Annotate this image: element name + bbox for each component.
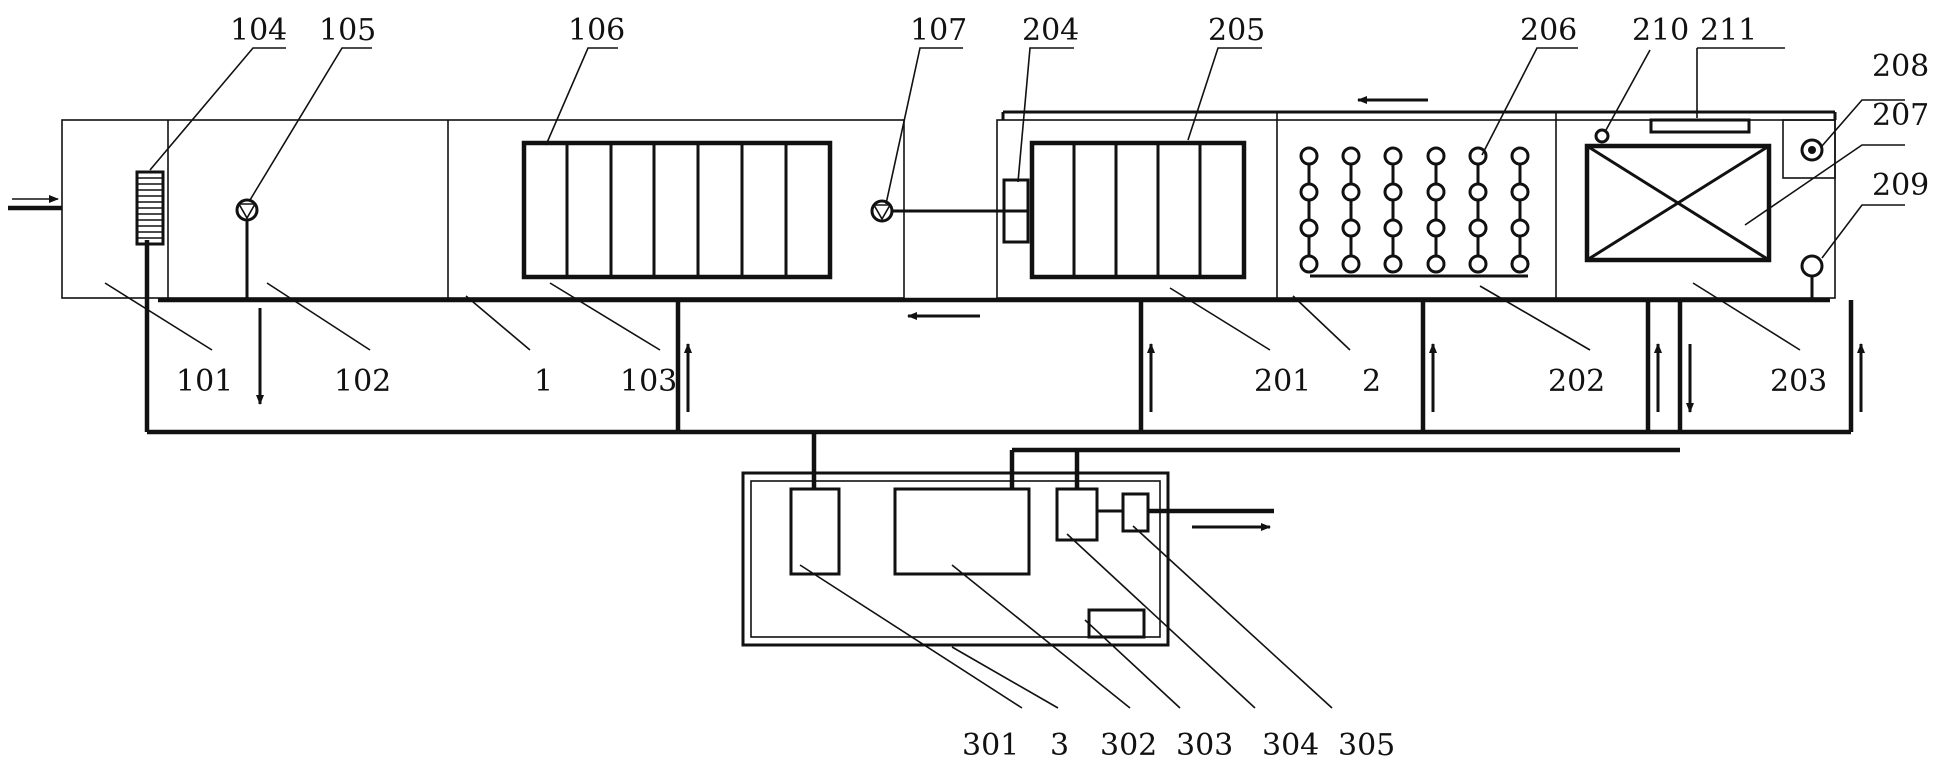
- pump-105: [235, 198, 259, 300]
- unit-3-outer: [741, 471, 1170, 647]
- filter-106: [521, 140, 833, 280]
- label-105: 105: [319, 13, 376, 48]
- device-208: [1800, 138, 1824, 162]
- unit-1: [8, 119, 1028, 300]
- compartment-208: [1782, 119, 1836, 179]
- label-304: 304: [1262, 728, 1319, 763]
- unit-1-housing: [61, 119, 905, 299]
- unit-3: [741, 471, 1274, 647]
- label-3: 3: [1050, 728, 1069, 763]
- label-202: 202: [1548, 364, 1605, 399]
- label-301: 301: [962, 728, 1019, 763]
- unit-2: [996, 96, 1837, 299]
- label-201: 201: [1254, 364, 1311, 399]
- piping: [144, 240, 1865, 489]
- box-305: [1121, 492, 1150, 533]
- label-209: 209: [1872, 168, 1929, 203]
- box-207: [1584, 143, 1772, 263]
- leader-lines: [104, 47, 1905, 709]
- label-101: 101: [176, 364, 233, 399]
- label-302: 302: [1100, 728, 1157, 763]
- labels: 104 105 106 107 204 205 206 210 211 208 …: [176, 13, 1929, 763]
- coil-104: [135, 170, 165, 246]
- label-210: 210: [1632, 13, 1689, 48]
- filter-205: [1029, 140, 1247, 280]
- label-208: 208: [1872, 49, 1929, 84]
- label-206: 206: [1520, 13, 1577, 48]
- label-106: 106: [568, 13, 625, 48]
- device-209: [1800, 254, 1824, 278]
- label-305: 305: [1338, 728, 1395, 763]
- box-303: [1087, 608, 1146, 639]
- label-103: 103: [620, 364, 677, 399]
- box-304: [1055, 487, 1099, 542]
- label-205: 205: [1208, 13, 1265, 48]
- label-211: 211: [1700, 13, 1757, 48]
- box-302: [893, 487, 1031, 576]
- sensor-210: [1594, 128, 1610, 144]
- box-211: [1649, 118, 1751, 134]
- label-204: 204: [1022, 13, 1079, 48]
- label-1: 1: [534, 364, 553, 399]
- label-107: 107: [910, 13, 967, 48]
- label-2: 2: [1362, 364, 1381, 399]
- diffuser-grid-206: [1299, 146, 1530, 278]
- label-102: 102: [334, 364, 391, 399]
- label-207: 207: [1872, 98, 1929, 133]
- label-203: 203: [1770, 364, 1827, 399]
- box-301: [789, 487, 841, 576]
- label-104: 104: [230, 13, 287, 48]
- label-303: 303: [1176, 728, 1233, 763]
- unit-3-inner: [750, 480, 1161, 638]
- box-204: [1002, 178, 1030, 244]
